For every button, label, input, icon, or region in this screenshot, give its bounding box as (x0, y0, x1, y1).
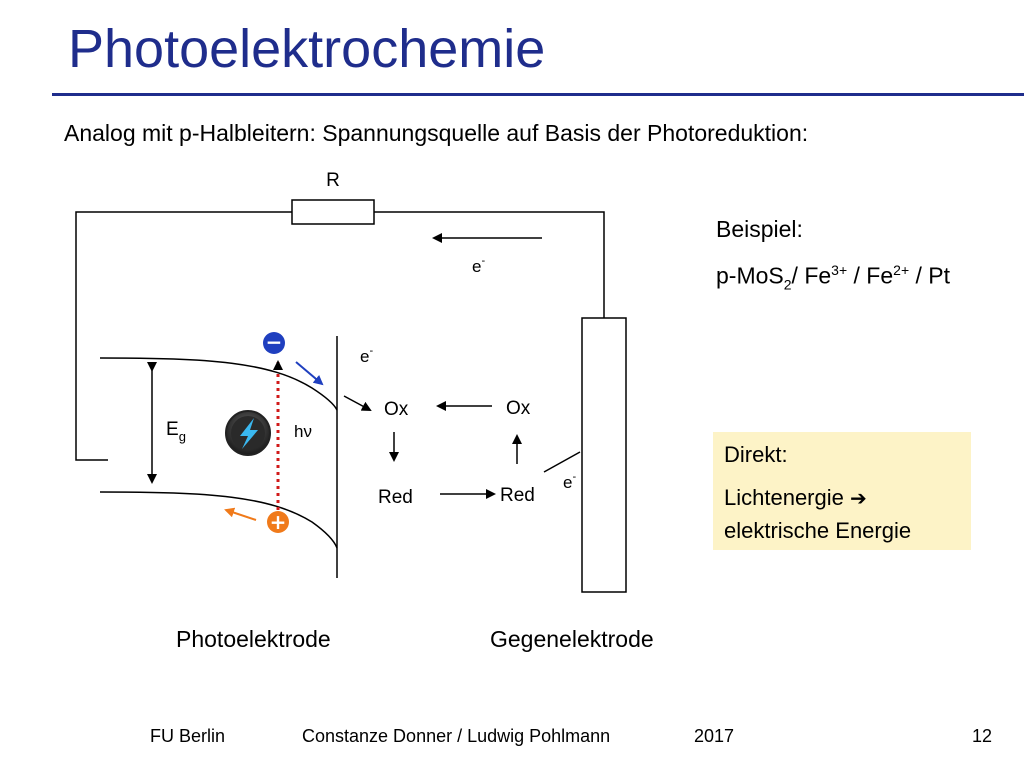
footer-institution: FU Berlin (150, 726, 226, 746)
hole-circle: + (267, 510, 289, 534)
example-formula: p-MoS2/ Fe3+ / Fe2+ / Pt (716, 262, 951, 293)
valence-band (99, 491, 338, 549)
hole-drift-arrow (224, 507, 257, 521)
footer-year: 2017 (694, 726, 735, 746)
red-label-photo: Red (378, 487, 413, 508)
bandgap-label: Eg (166, 419, 186, 444)
example-heading: Beispiel: (716, 216, 803, 242)
note-box (713, 432, 971, 550)
circuit-wire (75, 211, 605, 461)
red-label-counter: Red (500, 485, 535, 506)
resistor (291, 199, 375, 225)
slide-subtitle: Analog mit p-Halbleitern: Spannungsquell… (64, 120, 809, 146)
electron-circle: − (263, 330, 285, 354)
counter-electron-arrow (543, 451, 581, 473)
note-line2: elektrische Energie (724, 518, 912, 543)
note-title: Direkt: (724, 442, 788, 467)
external-electron-label: e- (472, 255, 485, 276)
ox-label-photo: Ox (384, 399, 409, 420)
lightning-bolt-icon (225, 410, 271, 456)
right-arrow-icon: ➔ (849, 486, 867, 510)
footer-authors: Constanze Donner / Ludwig Pohlmann (302, 726, 611, 746)
counter-electron-label: e- (563, 471, 576, 492)
photon-label: hν (294, 422, 312, 441)
footer-page-number: 12 (972, 726, 993, 746)
counter-electrode (581, 317, 627, 593)
title-underline (52, 93, 1024, 96)
ox-label-counter: Ox (506, 398, 531, 419)
conduction-band (99, 357, 338, 411)
note-line1: Lichtenergie ➔ (724, 485, 867, 510)
interface-electron-label: e- (360, 345, 373, 366)
svg-text:−: − (266, 330, 283, 354)
electron-transfer-arrow (343, 395, 372, 411)
electron-drift-arrow (295, 361, 324, 386)
slide-title: Photoelektrochemie (68, 19, 546, 79)
photoelectrode-label: Photoelektrode (176, 626, 331, 652)
counterelectrode-label: Gegenelektrode (490, 626, 654, 652)
svg-text:+: + (270, 510, 287, 534)
resistor-label: R (326, 170, 340, 191)
